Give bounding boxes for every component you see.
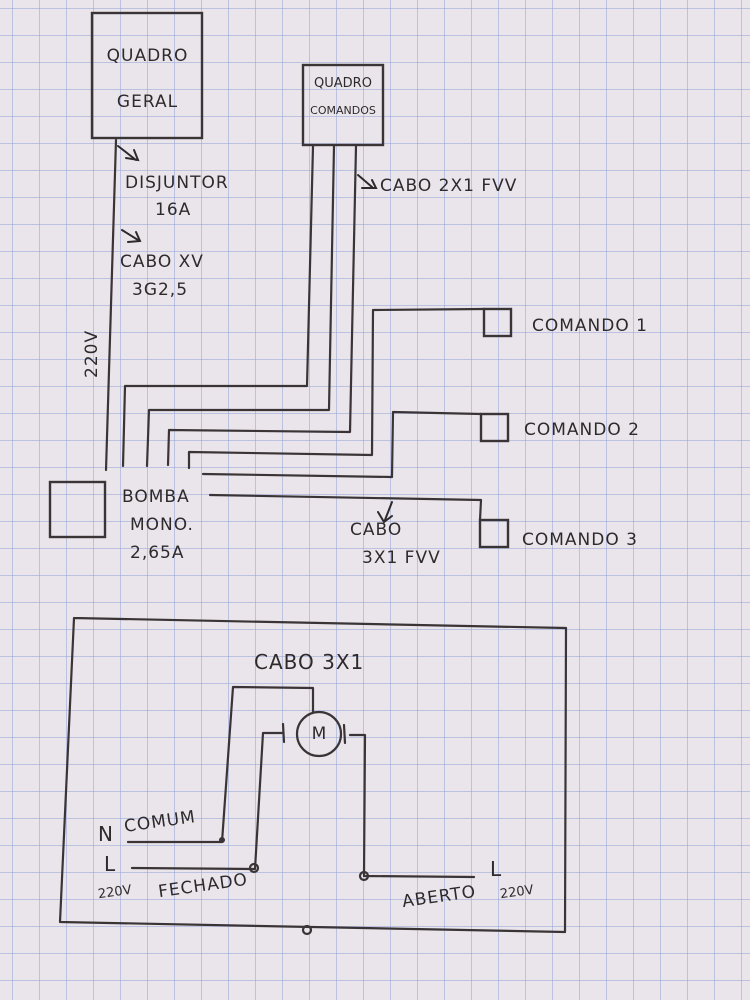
bomba-line3: 2,65A [130, 543, 185, 563]
line-left-letter: L [104, 852, 117, 876]
breaker-arrow-icon [117, 145, 140, 162]
line-right-letter: L [490, 857, 503, 881]
comando-3-box [478, 518, 510, 549]
command-wire-2 [145, 144, 336, 468]
breaker-rating: 16A [155, 200, 192, 220]
comum-node [219, 837, 225, 843]
comando-3-label: COMANDO 3 [522, 530, 638, 550]
aberto-terminal [358, 870, 370, 882]
main-voltage-label: 220V [82, 329, 102, 378]
comando-2-label: COMANDO 2 [524, 420, 640, 440]
pump-cable-line2: 3X1 FVV [362, 548, 441, 568]
command-2-wire [201, 410, 483, 479]
quadro-comandos-line1: QUADRO [314, 76, 372, 91]
breaker-label: DISJUNTOR [125, 173, 229, 193]
comum-wire [126, 685, 315, 844]
comando-1-box [482, 307, 513, 338]
quadro-geral-line2: GERAL [116, 92, 179, 112]
comando-1-label: COMANDO 1 [532, 316, 648, 336]
command-cable-arrow-icon [357, 174, 378, 189]
motor-symbol: M [311, 724, 327, 744]
main-supply-wire [104, 138, 118, 472]
pump-cable-line1: CABO [350, 520, 403, 540]
fechado-wire [130, 722, 286, 871]
aberto-wire [342, 723, 476, 879]
motor-circuit-frame [58, 616, 568, 934]
bomba-line1: BOMBA [122, 487, 190, 507]
command-1-wire [187, 307, 486, 470]
bomba-box [48, 480, 107, 539]
frame-terminal [301, 924, 313, 936]
cable-arrow-icon [121, 229, 142, 243]
quadro-comandos-line2: COMANDOS [310, 104, 376, 117]
motor-cable-label: CABO 3X1 [254, 650, 365, 674]
pump-cable-arrow-icon [377, 501, 393, 524]
quadro-comandos-box [301, 63, 385, 147]
comando-2-box [479, 412, 510, 443]
main-cable-label: CABO XV [120, 252, 204, 272]
quadro-geral-box [90, 11, 204, 140]
command-cable-label: CABO 2X1 FVV [380, 176, 518, 196]
main-cable-spec: 3G2,5 [132, 280, 189, 300]
fechado-terminal [248, 862, 260, 874]
command-wire-1 [121, 144, 315, 468]
motor-circle [295, 710, 343, 758]
command-3-wire [208, 493, 483, 522]
quadro-geral-line1: QUADRO [106, 46, 189, 66]
command-wire-3 [166, 144, 358, 467]
bomba-line2: MONO. [130, 515, 194, 535]
neutral-letter: N [98, 822, 114, 846]
